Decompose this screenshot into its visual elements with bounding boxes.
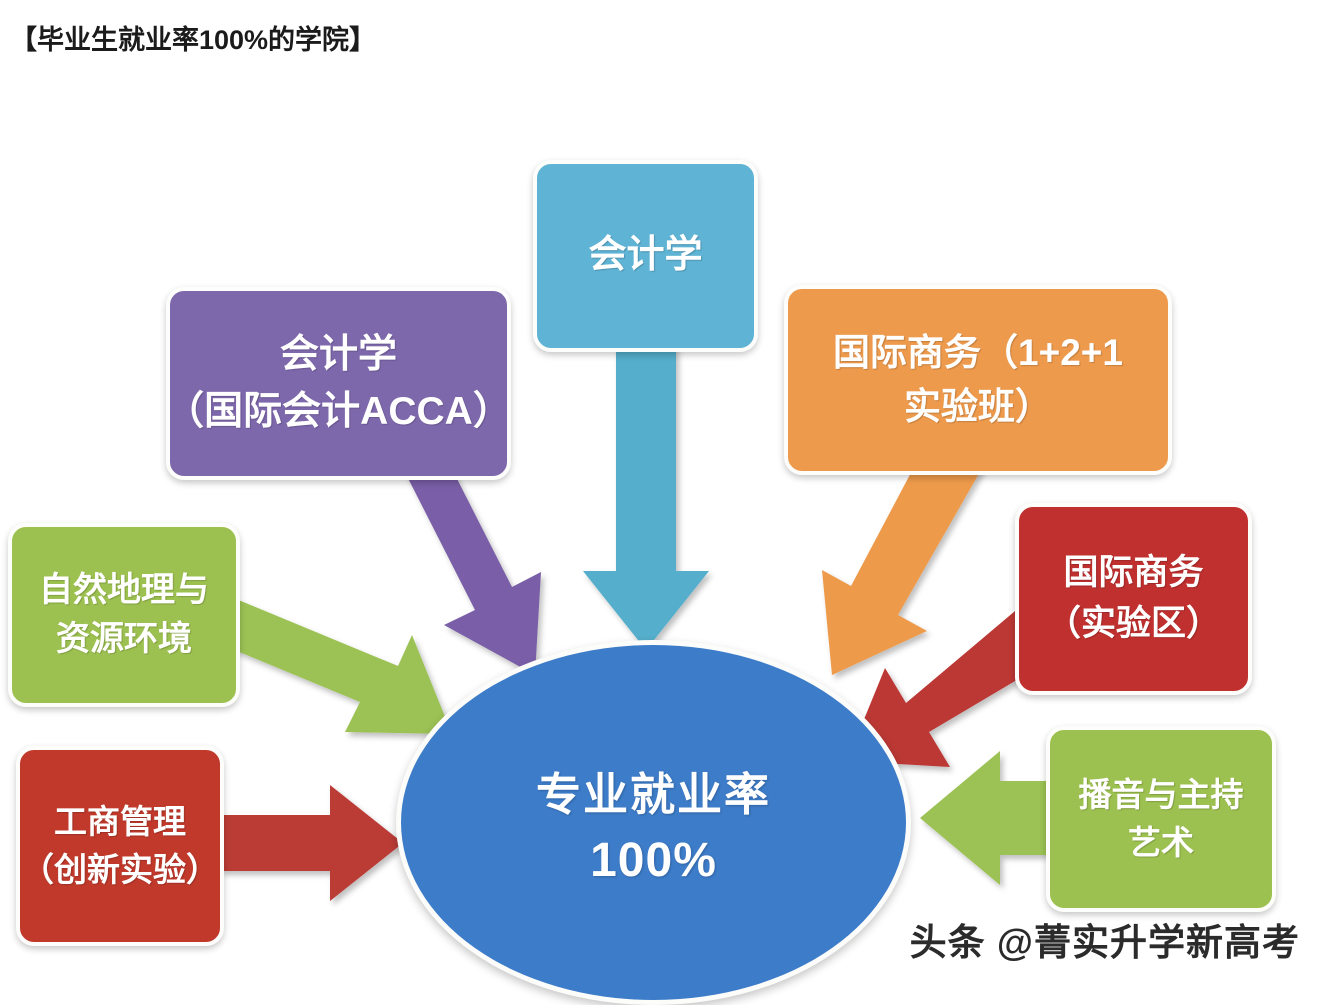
page-title: 【毕业生就业率100%的学院】	[10, 25, 377, 55]
arrow-geography	[225, 599, 452, 734]
node-ib-exp-class-line-2: 实验班）	[904, 386, 1052, 427]
node-geography-line-2: 资源环境	[56, 620, 192, 658]
node-broadcasting-line-1: 播音与主持	[1078, 776, 1244, 814]
center-hub-value: 100%	[590, 833, 717, 887]
node-broadcasting[interactable]: 播音与主持 艺术	[1046, 726, 1276, 912]
node-ib-exp-zone[interactable]: 国际商务 （实验区）	[1015, 503, 1252, 695]
node-ib-exp-zone-line-1: 国际商务	[1063, 553, 1204, 593]
arrow-accounting	[583, 345, 709, 650]
node-ib-exp-class-line-1: 国际商务（1+2+1	[833, 332, 1123, 374]
node-acca[interactable]: 会计学 （国际会计ACCA）	[165, 287, 512, 480]
node-acca-line-2: （国际会计ACCA）	[165, 389, 512, 433]
arrow-broadcasting	[920, 751, 1048, 885]
center-hub-label: 专业就业率	[535, 768, 771, 820]
node-broadcasting-line-2: 艺术	[1128, 824, 1194, 861]
node-geography[interactable]: 自然地理与 资源环境	[8, 523, 240, 707]
node-business-admin-line-2: （创新实验）	[21, 851, 219, 888]
node-accounting[interactable]: 会计学	[533, 160, 758, 352]
node-business-admin[interactable]: 工商管理 （创新实验）	[16, 746, 224, 946]
diagram-canvas: 会计学 会计学 （国际会计ACCA） 国际商务（1+2+1 实验班） 自然地理与…	[0, 95, 1318, 1005]
watermark: 头条 @菁实升学新高考	[909, 922, 1300, 963]
arrow-business-admin	[220, 785, 403, 901]
node-business-admin-line-1: 工商管理	[54, 803, 186, 841]
node-geography-line-1: 自然地理与	[39, 570, 209, 609]
node-ib-exp-zone-line-2: （实验区）	[1045, 604, 1221, 643]
node-accounting-line-1: 会计学	[588, 234, 703, 277]
center-hub[interactable]: 专业就业率 100%	[396, 640, 911, 1005]
node-ib-exp-class[interactable]: 国际商务（1+2+1 实验班）	[784, 285, 1172, 475]
node-acca-line-1: 会计学	[279, 332, 397, 376]
